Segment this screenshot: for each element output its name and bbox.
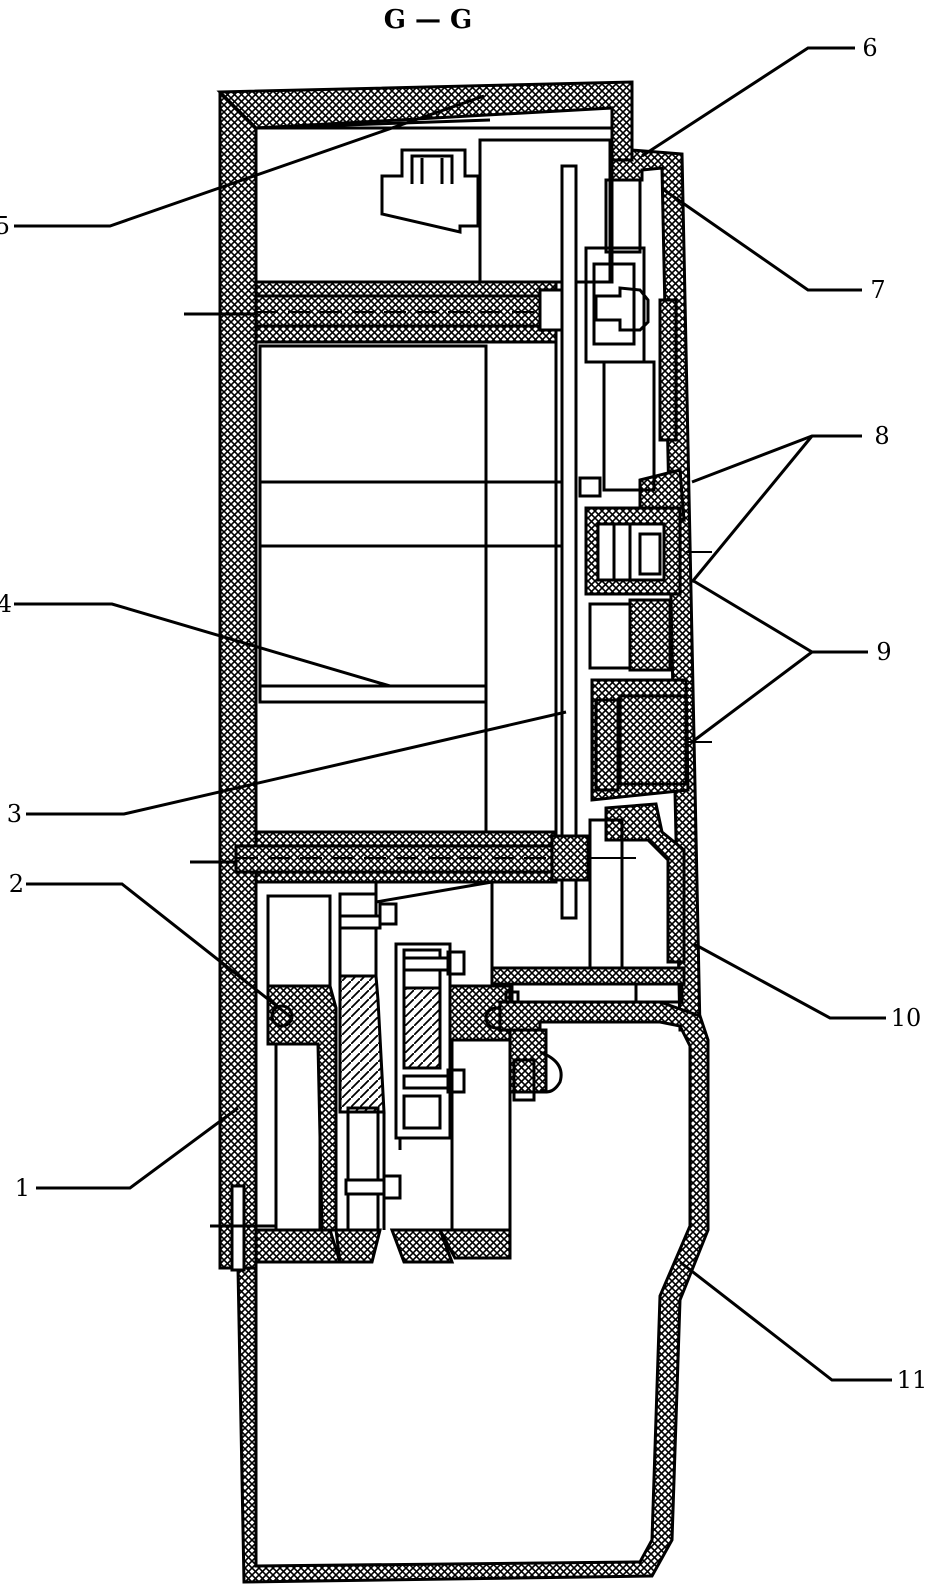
label-5: 5 [0, 212, 10, 240]
leader-lines [14, 46, 892, 1382]
label-7: 7 [870, 276, 885, 304]
label-2: 2 [9, 870, 24, 898]
label-8: 8 [874, 422, 889, 450]
label-6: 6 [862, 34, 877, 62]
gear-chamber [266, 894, 520, 1264]
label-3: 3 [7, 800, 22, 828]
main-chamber [254, 340, 572, 834]
upper-rod [184, 288, 570, 332]
section-title: G — G [384, 5, 473, 35]
reference-labels: 1 2 3 4 5 6 7 8 9 10 11 [0, 34, 927, 1394]
lower-housing [210, 1000, 710, 1584]
upper-compartment [254, 118, 614, 284]
gear-assembly [338, 892, 466, 1232]
vertical-board [560, 164, 578, 920]
lower-rod [190, 834, 636, 882]
label-9: 9 [876, 638, 891, 666]
label-10: 10 [891, 1004, 922, 1032]
label-4: 4 [0, 590, 12, 618]
label-11: 11 [897, 1366, 928, 1394]
middle-divider [374, 880, 686, 1004]
label-1: 1 [15, 1174, 30, 1202]
